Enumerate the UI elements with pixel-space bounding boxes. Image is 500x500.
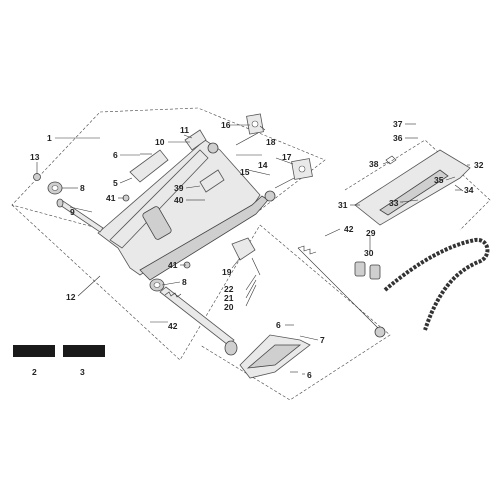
callout-2: 2 [32,367,37,377]
pivot-nut [33,173,41,181]
callout-3: 3 [80,367,85,377]
callout-6c: 6 [307,370,312,380]
block-17 [291,158,313,180]
callout-6a: 6 [113,150,118,160]
callout-20: 20 [224,302,234,312]
pivot-bearing-bottom [149,278,165,292]
callout-32: 32 [474,160,484,170]
callout-labels: 1 2 3 5 6 6 6 7 8 8 9 10 11 12 13 14 15 … [30,119,484,380]
chain-guide-boundary [199,224,391,401]
callout-5: 5 [113,178,118,188]
callout-39: 39 [174,183,184,193]
chainguard-boundary [344,139,491,231]
chain-guide [239,334,311,379]
callout-22: 22 [224,284,234,294]
callout-29: 29 [366,228,376,238]
swingarm [97,139,276,281]
callout-36: 36 [393,133,403,143]
callout-8b: 8 [182,277,187,287]
callout-8a: 8 [80,183,85,193]
callout-7: 7 [320,335,325,345]
callout-12: 12 [66,292,76,302]
callout-42a: 42 [344,224,354,234]
callout-31: 31 [338,200,348,210]
bracket-16 [246,113,264,135]
chain-adjuster-left [129,149,169,183]
bolt-20-22 [251,257,261,276]
callout-18: 18 [266,137,276,147]
callout-41a: 41 [106,193,116,203]
drive-chain [383,237,490,331]
callout-37: 37 [393,119,403,129]
callout-10: 10 [155,137,165,147]
leader-lines [36,124,470,375]
spring-right [297,245,386,338]
warning-label-3 [63,345,105,357]
callout-38: 38 [369,159,379,169]
callout-42b: 42 [168,321,178,331]
callout-15: 15 [240,167,250,177]
callout-11: 11 [180,125,189,135]
adjuster-cam [199,169,225,193]
chain-guard [354,149,471,226]
warning-label-2 [13,345,55,357]
axle-bracket [184,129,207,151]
clip-38 [385,155,397,165]
callout-33: 33 [389,198,399,208]
callout-1: 1 [47,133,52,143]
callout-41b: 41 [168,260,178,270]
chain-master-link [354,261,381,280]
pivot-shaft [56,198,104,233]
sensor-19 [231,237,256,261]
callout-35: 35 [434,175,444,185]
frame-tube [159,286,238,356]
pivot-bearing-top [47,181,63,195]
callout-13: 13 [30,152,40,162]
callout-16: 16 [221,120,231,130]
bolt-33 [401,199,419,203]
callout-6b: 6 [276,320,281,330]
callout-17: 17 [282,152,292,162]
callout-30: 30 [364,248,374,258]
callout-40: 40 [174,195,184,205]
callout-21: 21 [224,293,234,303]
callout-9: 9 [70,207,75,217]
frame-group-boundary [11,204,261,361]
spring-left [164,291,182,298]
callout-34: 34 [464,185,474,195]
callout-14: 14 [258,160,268,170]
callout-19: 19 [222,267,232,277]
